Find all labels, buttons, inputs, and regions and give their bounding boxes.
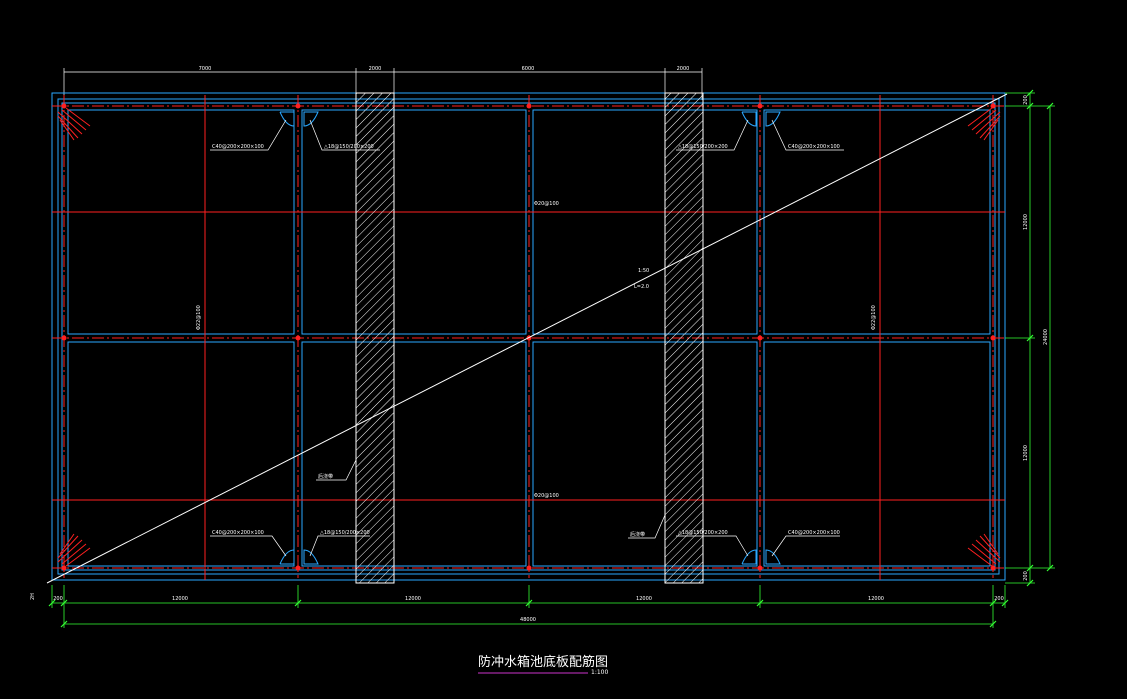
origin-label: 2H: [30, 593, 36, 600]
slab-panels: [67, 109, 991, 567]
right-dim-span-1: 12000: [1023, 214, 1029, 230]
hatch-label-left: 后浇带: [318, 473, 333, 480]
callout-beam-b2: △18@150/200×200: [678, 530, 728, 536]
callout-corner-bl: C40@200×200×100: [212, 530, 264, 536]
bottom-dim-span-2: 12000: [405, 596, 421, 602]
top-dim-4: 2000: [677, 66, 690, 72]
top-dim-2: 2000: [369, 66, 382, 72]
callout-corner-br: C40@200×200×100: [788, 530, 840, 536]
bottom-dim-edge-right: 200: [994, 596, 1004, 602]
right-dimension-ticks: [1026, 89, 1054, 587]
callout-corner-tl: C40@200×200×100: [212, 144, 264, 150]
corner-bracket-icon-tl: [57, 107, 91, 141]
drawing-scale: 1:100: [591, 669, 608, 676]
callout-beam-t2: △18@150/200×200: [678, 144, 728, 150]
top-dimension-chain: [63, 68, 703, 100]
post-pour-strip-left: [355, 92, 395, 584]
corner-bracket-icon-br: [967, 533, 1001, 567]
diagonal-label-top: 1:50: [638, 268, 649, 274]
top-dim-3: 6000: [522, 66, 535, 72]
hatch-label-right: 后浇带: [630, 531, 645, 538]
post-pour-strip-right: [664, 92, 704, 584]
bottom-dim-span-3: 12000: [636, 596, 652, 602]
callout-beam-b1: △18@150/200×200: [320, 530, 370, 536]
callout-corner-tr: C40@200×200×100: [788, 144, 840, 150]
anchor-bracket-icons: [279, 111, 781, 565]
reinf-label-bottom: Φ20@100: [534, 493, 559, 499]
right-dim-edge-bottom: 200: [1023, 571, 1029, 581]
bottom-dim-total: 48000: [520, 617, 536, 623]
corner-bracket-icon-bl: [57, 533, 91, 567]
bottom-dim-edge-left: 200: [53, 596, 63, 602]
bottom-dimension-ticks: [48, 599, 1009, 628]
right-dim-span-2: 12000: [1023, 445, 1029, 461]
bottom-dim-span-4: 12000: [868, 596, 884, 602]
reinf-label-right: Φ22@100: [871, 305, 877, 330]
reinf-label-top: Φ20@100: [534, 201, 559, 207]
drawing-title: 防冲水箱池底板配筋图: [478, 654, 608, 670]
right-dim-total: 24000: [1043, 329, 1049, 345]
callout-beam-t1: △18@150/200×200: [324, 144, 374, 150]
bottom-dim-span-1: 12000: [172, 596, 188, 602]
corner-bracket-icon-tr: [967, 107, 1001, 141]
top-dim-1: 7000: [199, 66, 212, 72]
axis-nodes: [61, 103, 996, 571]
callout-leaders: [210, 119, 844, 557]
right-dim-edge-top: 200: [1023, 95, 1029, 105]
reinf-label-left: Φ22@100: [196, 305, 202, 330]
diagonal-label-bottom: L=2.0: [634, 284, 649, 290]
diagonal-line: [46, 93, 1008, 584]
